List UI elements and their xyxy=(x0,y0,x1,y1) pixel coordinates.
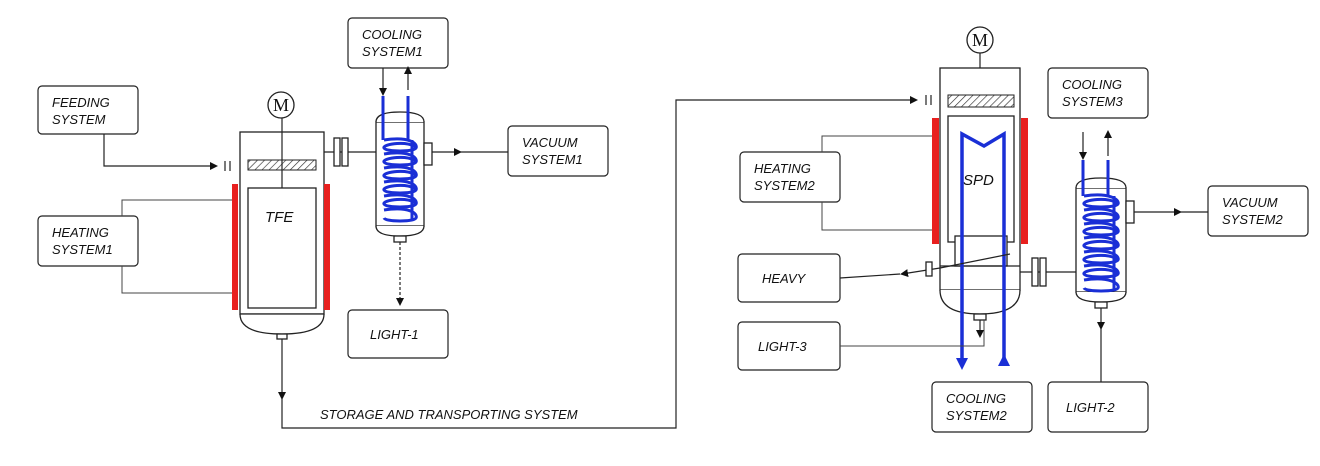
heating-system2-box: HEATING SYSTEM2 xyxy=(739,151,841,203)
spd-label: SPD xyxy=(963,172,994,189)
cooling2-label-line2: SYSTEM2 xyxy=(946,408,1007,423)
light3-line xyxy=(840,320,985,347)
tfe-heater-right xyxy=(324,184,330,310)
light2-box: LIGHT-2 xyxy=(1047,381,1149,433)
heavy-box: HEAVY xyxy=(737,253,841,303)
cooling-system3-box: COOLING SYSTEM3 xyxy=(1047,67,1149,119)
cooling1-label-line2: SYSTEM1 xyxy=(362,44,423,59)
vacuum2-label-line1: VACUUM xyxy=(1222,195,1278,210)
heating2-line-top xyxy=(821,135,932,152)
light1-label: LIGHT-1 xyxy=(370,327,419,342)
feeding-system-box: FEEDING SYSTEM xyxy=(37,85,139,135)
motor1-label: M xyxy=(273,95,289,115)
vacuum1-label-line1: VACUUM xyxy=(522,135,578,150)
vacuum-system1-box: VACUUM SYSTEM1 xyxy=(507,125,609,177)
cooling-system2-box: COOLING SYSTEM2 xyxy=(931,381,1033,433)
light1-box: LIGHT-1 xyxy=(347,309,449,359)
feeding-label-line1: FEEDING xyxy=(52,95,110,110)
heating2-label-line2: SYSTEM2 xyxy=(754,178,815,193)
heating1-label-line2: SYSTEM1 xyxy=(52,242,113,257)
spd-vessel: SPD xyxy=(939,67,1021,321)
cooling3-label-line2: SYSTEM3 xyxy=(1062,94,1123,109)
vacuum2-label-line2: SYSTEM2 xyxy=(1222,212,1283,227)
cooling2-label-line1: COOLING xyxy=(946,391,1006,406)
cooling3-label-line1: COOLING xyxy=(1062,77,1122,92)
storage-label: STORAGE AND TRANSPORTING SYSTEM xyxy=(320,407,578,422)
light3-label: LIGHT-3 xyxy=(758,339,807,354)
heating1-label-line1: HEATING xyxy=(52,225,109,240)
condenser2-coil xyxy=(1081,160,1120,293)
spd-heater-left xyxy=(932,118,939,244)
feed-line xyxy=(103,134,218,170)
heating2-line-bottom xyxy=(821,202,932,231)
cooling1-label-line1: COOLING xyxy=(362,27,422,42)
heavy-line xyxy=(900,253,1011,278)
condenser1-coil xyxy=(381,96,418,223)
cooling-system1-box: COOLING SYSTEM1 xyxy=(347,17,449,69)
motor1-icon: M xyxy=(267,91,295,119)
tfe-heater-left xyxy=(232,184,238,310)
light3-box: LIGHT-3 xyxy=(737,321,841,371)
tfe-vessel: TFE xyxy=(239,118,325,340)
heating1-line-top xyxy=(121,199,234,216)
heating1-line-bottom xyxy=(121,266,234,294)
storage-transport-line xyxy=(281,96,918,429)
motor2-icon: M xyxy=(966,26,994,54)
light2-label: LIGHT-2 xyxy=(1066,400,1115,415)
heating-system1-box: HEATING SYSTEM1 xyxy=(37,215,139,267)
spd-cold-finger xyxy=(956,130,1010,370)
vacuum1-label-line2: SYSTEM1 xyxy=(522,152,583,167)
motor2-label: M xyxy=(972,30,988,50)
tfe-label: TFE xyxy=(265,209,294,226)
vacuum-system2-box: VACUUM SYSTEM2 xyxy=(1207,185,1309,237)
heating2-label-line1: HEATING xyxy=(754,161,811,176)
feeding-label-line2: SYSTEM xyxy=(52,112,106,127)
heavy-label: HEAVY xyxy=(762,271,807,286)
spd-heater-right xyxy=(1021,118,1028,244)
